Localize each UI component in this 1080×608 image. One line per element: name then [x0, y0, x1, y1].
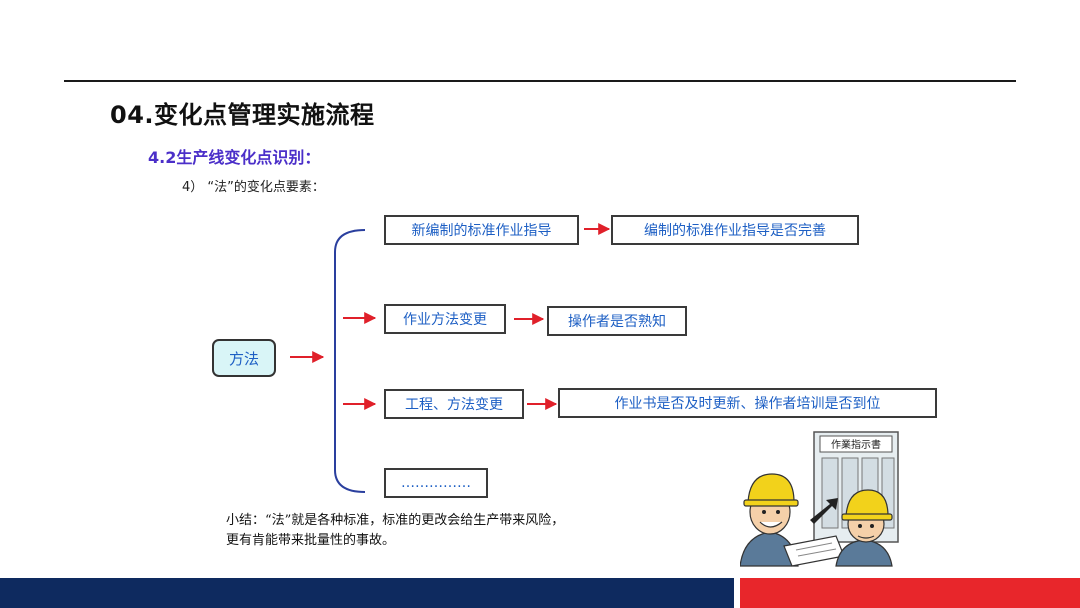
- branch-node-3: 工程、方法变更: [384, 389, 524, 419]
- footer-bar-blue: [0, 578, 734, 608]
- page-title: 04.变化点管理实施流程: [110, 101, 375, 129]
- result-node-1: 编制的标准作业指导是否完善: [611, 215, 859, 245]
- result-node-2: 操作者是否熟知: [547, 306, 687, 336]
- board-title: 作業指示書: [831, 438, 881, 451]
- summary-line-2: 更有肯能带来批量性的事故。: [226, 533, 396, 548]
- footer-bar-red: [740, 578, 1080, 608]
- header-divider: [64, 80, 1016, 82]
- branch-node-1: 新编制的标准作业指导: [384, 215, 579, 245]
- result-node-3: 作业书是否及时更新、操作者培训是否到位: [558, 388, 937, 418]
- branch-node-4: ……………: [384, 468, 488, 498]
- item-heading: 4） “法”的变化点要素：: [182, 180, 325, 195]
- workers-illustration: 作業指示書: [740, 431, 899, 567]
- branch-node-2: 作业方法变更: [384, 304, 506, 334]
- summary-line-1: 小结：“法”就是各种标准，标准的更改会给生产带来风险，: [226, 513, 565, 528]
- summary-text: 小结：“法”就是各种标准，标准的更改会给生产带来风险， 更有肯能带来批量性的事故…: [226, 511, 564, 551]
- section-subtitle: 4.2生产线变化点识别：: [148, 148, 321, 167]
- branch-bracket: [334, 229, 366, 493]
- worker-left: [740, 473, 799, 567]
- pointing-arrow: [810, 498, 838, 524]
- paper-document: [783, 535, 845, 567]
- worker-right: [835, 489, 893, 567]
- root-node-method: 方法: [212, 339, 276, 377]
